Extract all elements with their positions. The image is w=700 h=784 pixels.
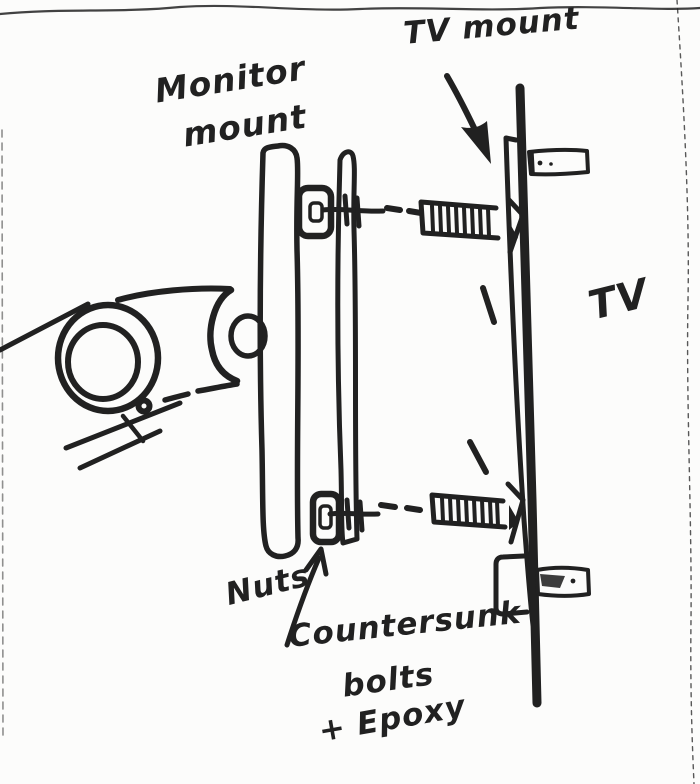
paper-top-edge (0, 4, 700, 16)
bracket-lower-clip (493, 553, 530, 617)
nuts-arrowhead (303, 546, 329, 577)
top-bolt-plate-ticks (342, 193, 362, 229)
bracket-bottom-notch (505, 481, 526, 545)
top-bolt-assembly (295, 184, 501, 241)
bottom-bolt-shaft (327, 510, 381, 517)
tv-mount-bracket (467, 135, 536, 628)
top-bolt-shaft (320, 206, 386, 214)
bottom-bolt-assembly (309, 490, 508, 546)
top-bolt-dashes (384, 205, 424, 216)
tv-bottom-tab-scribble (540, 574, 565, 588)
bottom-bolt-plate-ticks (344, 497, 365, 533)
bottom-bolt-threads (440, 496, 500, 528)
tv-top-tab-dot-1 (537, 160, 543, 166)
arm-fork-cut-line (120, 413, 146, 444)
top-bolt-threads (430, 204, 491, 238)
tv-bottom-tab (535, 565, 591, 598)
tv-bottom-tab-outline (535, 565, 591, 598)
tv-top-tab-dot-2 (549, 162, 553, 166)
arm-upper-edge (0, 301, 91, 353)
top-bolt-thread-outline (418, 199, 501, 241)
arm-pivot-inner-circle (65, 322, 141, 402)
bracket-bottom-notch-fill (509, 505, 519, 530)
arm-pivot-outer-circle (54, 301, 162, 415)
arm-lower-edge-2 (162, 391, 191, 403)
tv-mount-arrowhead (461, 121, 491, 164)
monitor-mount-plates (257, 142, 360, 560)
arm-pivot-bolt-dot (135, 397, 153, 415)
tv-bottom-tab-dot (570, 578, 576, 584)
nuts-arrow (284, 546, 329, 648)
nuts-arrow-line (284, 555, 322, 648)
monitor-mount-plate (257, 142, 301, 560)
tv-panel-edge (515, 83, 542, 708)
paper-left-edge (1, 129, 4, 741)
arm-joint-inner-circle (228, 313, 268, 359)
bracket-top-notch-fill (509, 222, 518, 244)
spacer-plate (335, 149, 360, 546)
bottom-nut-inner-mark (318, 504, 333, 530)
top-nut-inner-mark (308, 201, 324, 223)
monitor-arm (0, 285, 268, 471)
arm-fork-top-line (63, 400, 183, 451)
arm-lower-edge-1 (195, 381, 240, 394)
bracket-mid-mark-2 (467, 439, 489, 475)
tv-top-tab-outline (527, 147, 590, 177)
paper-right-edge (676, 0, 695, 784)
tv-mount-arrow (444, 73, 491, 164)
tv-mount-arrow-line (444, 73, 480, 137)
tv-top-tab-left-edge (528, 150, 535, 176)
arm-joint-outer-arc (207, 286, 241, 385)
tv-top-tab (527, 147, 590, 177)
arm-fork-bottom-line (77, 428, 163, 471)
bottom-bolt-dashes (378, 502, 423, 513)
arm-top-edge (115, 285, 233, 303)
bottom-nut (309, 490, 343, 546)
bracket-mid-mark-1 (480, 285, 497, 325)
